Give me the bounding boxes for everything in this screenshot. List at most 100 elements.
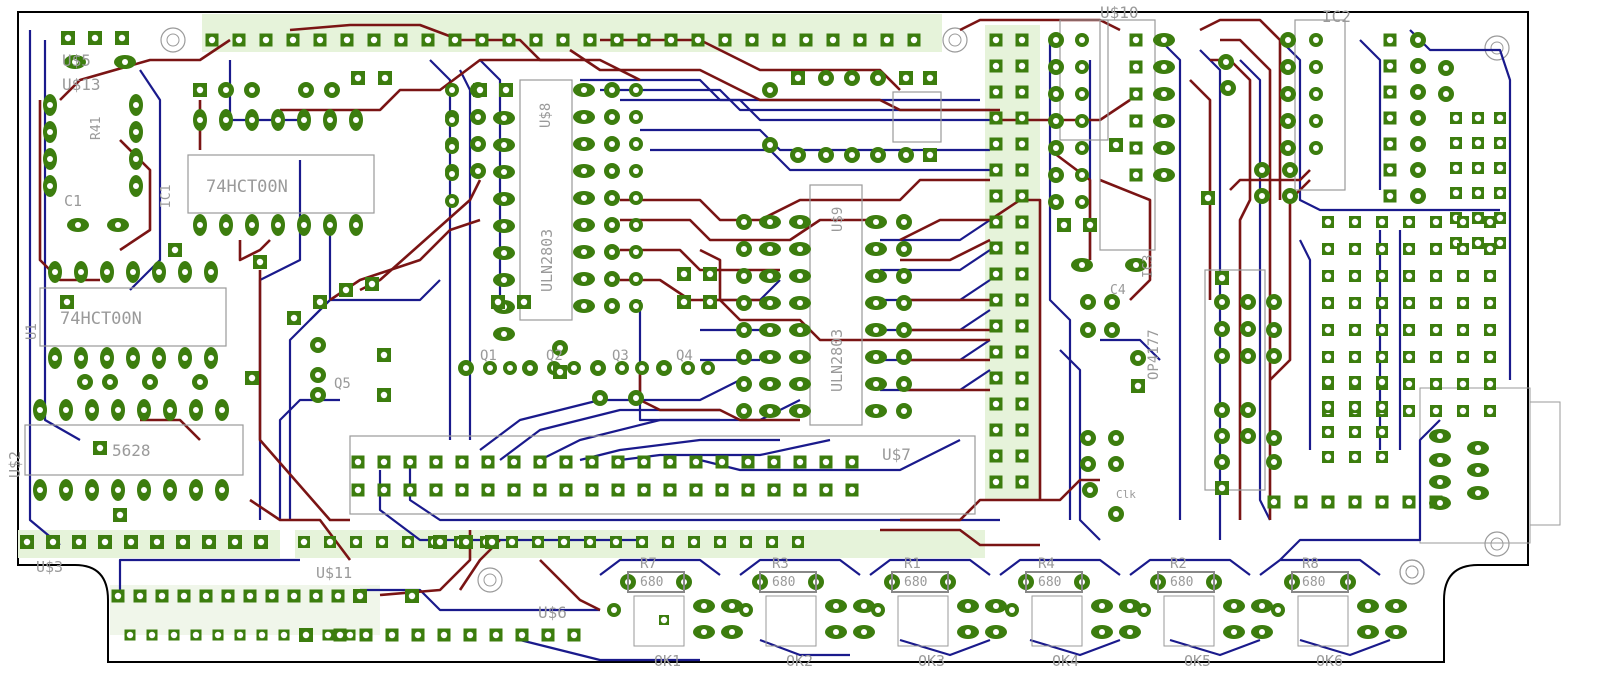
label-ic2: IC2: [1322, 7, 1351, 26]
bottom-trace: [1299, 239, 1312, 450]
top-trace: [238, 239, 271, 262]
opto-outline: [1163, 595, 1215, 647]
resistor-body: [627, 571, 685, 593]
mount-hole: [1484, 531, 1510, 557]
label-r2: R2: [1170, 556, 1187, 572]
opto-outline: [765, 595, 817, 647]
label-u9: U$9: [830, 207, 846, 232]
opto-outline: [897, 595, 949, 647]
top-trace: [900, 238, 991, 262]
mount-hole: [1399, 559, 1425, 585]
label-q2: Q2: [546, 348, 563, 364]
label-u11: U$11: [316, 564, 352, 582]
component-pads: [20, 31, 1506, 642]
resistor-body: [759, 571, 817, 593]
r8-value: 680: [1302, 575, 1325, 590]
label-u5: U$5: [62, 51, 91, 70]
r4-value: 680: [1038, 575, 1061, 590]
label-ic3: IC3: [1141, 255, 1156, 278]
top-trace: [989, 198, 1042, 500]
label-r41: R41: [89, 117, 104, 140]
top-trace: [620, 218, 880, 242]
resistor-bodies: [627, 571, 1349, 647]
label-ok4: OK4: [1052, 652, 1079, 670]
bottom-trace: [880, 219, 991, 242]
label-r8: R8: [1302, 556, 1319, 572]
mount-hole: [477, 567, 503, 593]
top-trace: [1099, 178, 1152, 301]
label-u1: U1: [24, 323, 40, 340]
label-r1: R1: [904, 556, 921, 572]
bottom-trace: [759, 638, 850, 657]
bottom-trace: [309, 279, 441, 321]
mount-hole: [160, 27, 186, 53]
label-ok3: OK3: [918, 652, 945, 670]
opto-outline: [1297, 595, 1349, 647]
bottom-trace: [1259, 558, 1381, 576]
bottom-trace: [869, 558, 991, 576]
top-trace: [539, 559, 601, 612]
bottom-trace: [1100, 338, 1161, 361]
opto-outline: [633, 595, 685, 647]
top-trace: [1220, 38, 1272, 520]
top-trace: [59, 38, 231, 101]
top-trace: [1199, 18, 1282, 200]
bottom-trace: [620, 98, 1000, 122]
r3-value: 680: [772, 575, 795, 590]
label-u8: U$8: [538, 103, 554, 128]
label-74hct00n-bottom: 74HCT00N: [60, 309, 142, 329]
bottom-trace: [408, 460, 1000, 522]
label-ok5: OK5: [1184, 652, 1211, 670]
label-q4: Q4: [676, 348, 693, 364]
label-u2: U$2: [6, 451, 24, 478]
bottom-trace: [999, 558, 1121, 576]
bottom-trace: [599, 558, 721, 576]
bottom-trace: [1299, 638, 1391, 657]
bottom-trace: [650, 148, 990, 172]
resistor-values: 680 680 680 680 680 680: [640, 575, 1325, 590]
label-r7: R7: [640, 556, 657, 572]
bottom-trace: [1169, 638, 1261, 657]
top-trace: [1049, 148, 1092, 260]
label-uln2803-right: ULN2803: [828, 329, 846, 392]
top-trace: [880, 528, 1040, 547]
label-5628: 5628: [112, 441, 151, 460]
r2-value: 680: [1170, 575, 1193, 590]
label-u10: U$10: [1100, 3, 1139, 22]
resistor-body: [1291, 571, 1349, 593]
label-u6: U$6: [538, 603, 567, 622]
top-trace: [959, 18, 1121, 32]
top-trace: [289, 23, 641, 82]
resistor-body: [1157, 571, 1215, 593]
label-uln2803-left: ULN2803: [538, 229, 556, 292]
bottom-trace: [519, 638, 700, 662]
bottom-trace: [129, 69, 162, 291]
r7-value: 680: [640, 575, 663, 590]
bottom-trace: [429, 59, 452, 440]
bottom-trace: [579, 438, 780, 462]
label-74hct00n-top: 74HCT00N: [206, 177, 288, 197]
label-q1: Q1: [480, 348, 497, 364]
top-trace: [258, 270, 350, 522]
label-q5: Q5: [334, 376, 351, 392]
board-outline: [17, 11, 1561, 663]
top-trace: [140, 418, 201, 441]
label-r3: R3: [772, 556, 789, 572]
label-c4: C4: [1110, 283, 1126, 298]
bottom-trace: [1279, 39, 1500, 212]
mount-hole: [942, 27, 968, 53]
bottom-trace: [1279, 419, 1441, 561]
mounting-holes: [160, 27, 1510, 593]
bottom-trace: [1359, 39, 1382, 190]
label-c1: C1: [64, 192, 82, 210]
label-r4: R4: [1038, 556, 1055, 572]
top-trace: [569, 48, 1000, 112]
resistor-body: [1025, 571, 1083, 593]
silkscreen-labels: U$5 U$13 C1 74HCT00N 74HCT00N U$2 5628 U…: [6, 3, 1351, 670]
bottom-trace: [1059, 349, 1101, 541]
r1-value: 680: [904, 575, 927, 590]
label-clk: Clk: [1116, 488, 1136, 501]
label-q3: Q3: [612, 348, 629, 364]
bottom-trace: [1129, 558, 1251, 576]
